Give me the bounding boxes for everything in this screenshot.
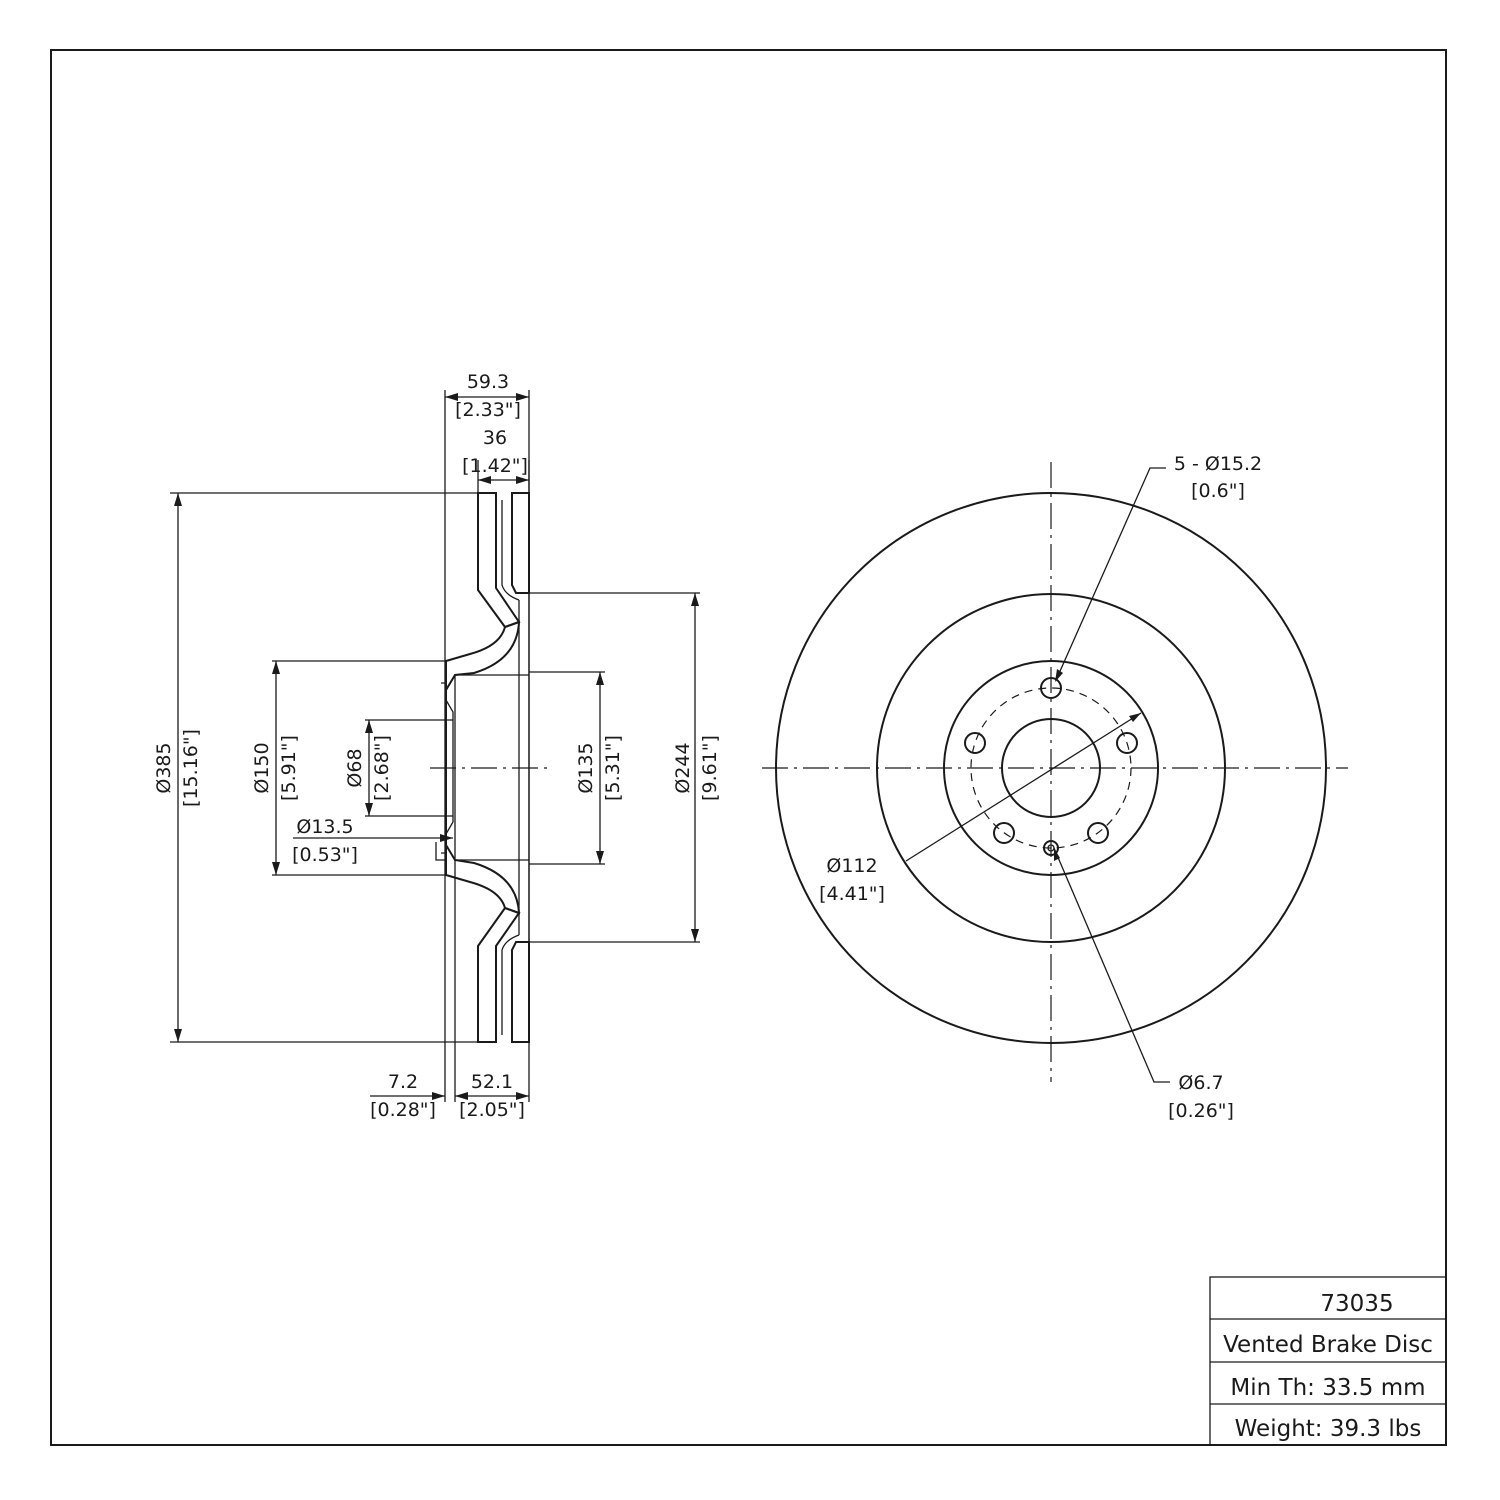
front-view-leaders <box>905 467 1170 1083</box>
inboard-ring-top <box>511 492 530 594</box>
overall-width-mm: 59.3 <box>467 371 509 393</box>
title-block: 73035 Vented Brake Disc Min Th: 33.5 mm … <box>1209 1276 1447 1446</box>
side-view-dimension-lines <box>170 390 700 1102</box>
center-bore-inch: [2.68"] <box>371 735 393 801</box>
hat-diameter-inch: [5.91"] <box>278 735 300 801</box>
side-view-dimension-texts: 59.3 [2.33"] 36 [1.42"] Ø385 [15.16"] Ø1… <box>153 371 721 1121</box>
hat-thickness-mm: 7.2 <box>388 1071 418 1093</box>
hat-bottom <box>445 841 521 915</box>
bolt-circle-mm: Ø112 <box>826 855 877 877</box>
weight: Weight: 39.3 lbs <box>1235 1416 1422 1442</box>
bolt-holes-mm: 5 - Ø15.2 <box>1174 453 1262 475</box>
front-view <box>762 462 1348 1082</box>
bolt-circle-inch: [4.41"] <box>819 883 885 905</box>
min-thickness: Min Th: 33.5 mm <box>1230 1375 1425 1401</box>
inner-friction-diameter-mm: Ø244 <box>672 742 694 793</box>
bolt-hole-mm: Ø13.5 <box>296 816 353 838</box>
rotor-thickness-inch: [1.42"] <box>462 455 528 477</box>
hat-height-mm: 52.1 <box>471 1071 513 1093</box>
inner-friction-diameter-inch: [9.61"] <box>699 735 721 801</box>
hat-top <box>445 620 521 694</box>
hat-diameter-mm: Ø150 <box>251 742 273 793</box>
locator-hole-inch: [0.26"] <box>1168 1100 1234 1122</box>
inner-hat-diameter-mm: Ø135 <box>575 742 597 793</box>
outer-diameter-mm: Ø385 <box>153 742 175 793</box>
side-section-view <box>430 492 548 1043</box>
part-number: 73035 <box>1320 1291 1393 1317</box>
bolt-hole-inch: [0.53"] <box>292 844 358 866</box>
bolt-holes-inch: [0.6"] <box>1191 480 1245 502</box>
inner-hat-diameter-inch: [5.31"] <box>602 735 624 801</box>
outer-diameter-inch: [15.16"] <box>180 729 202 807</box>
bolt-hole-4 <box>993 822 1015 844</box>
center-bore-mm: Ø68 <box>344 748 366 787</box>
bolt-hole-2 <box>1116 732 1138 754</box>
part-description: Vented Brake Disc <box>1223 1332 1433 1358</box>
front-view-dimension-texts: 5 - Ø15.2 [0.6"] Ø112 [4.41"] Ø6.7 [0.26… <box>819 453 1262 1122</box>
drawing-border <box>50 49 1447 1446</box>
hat-thickness-inch: [0.28"] <box>370 1099 436 1121</box>
overall-width-inch: [2.33"] <box>455 399 521 421</box>
bolt-hole-3 <box>1087 822 1109 844</box>
rotor-thickness-mm: 36 <box>483 427 507 449</box>
hat-height-inch: [2.05"] <box>459 1099 525 1121</box>
locator-hole-mm: Ø6.7 <box>1178 1072 1223 1094</box>
bolt-hole-5 <box>964 732 986 754</box>
inboard-ring-bottom <box>511 941 530 1043</box>
